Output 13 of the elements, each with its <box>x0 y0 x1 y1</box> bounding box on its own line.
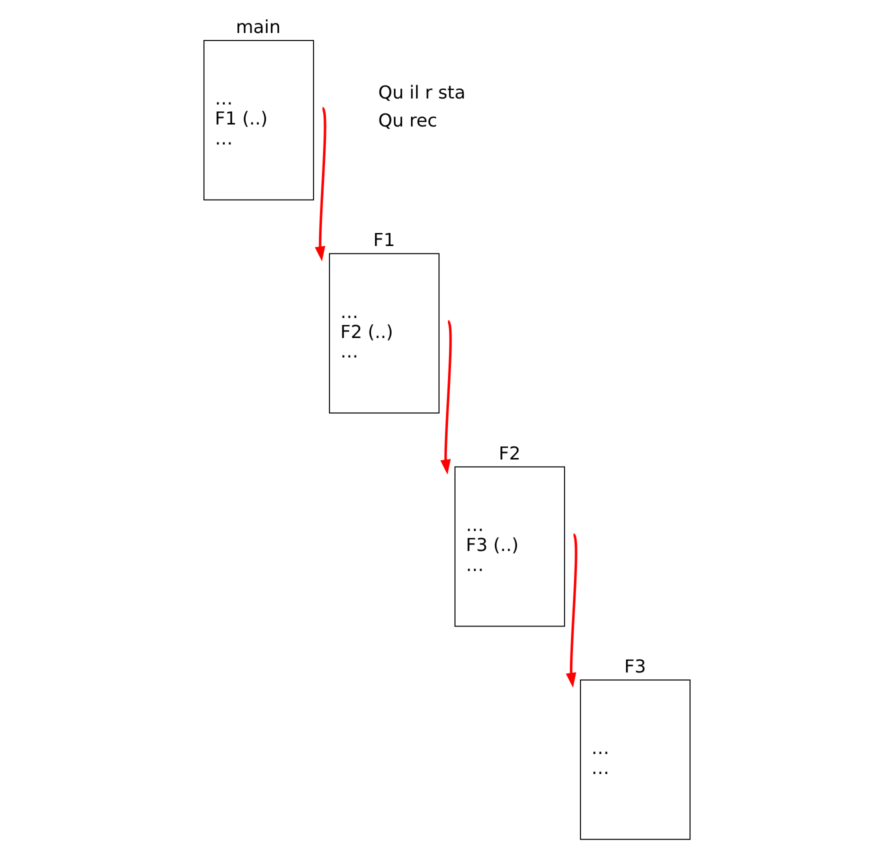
node-label: main <box>235 16 280 38</box>
arrow <box>440 320 452 475</box>
arrow <box>565 534 577 688</box>
label: Qu rec <box>378 110 437 132</box>
label: Qu il r sta <box>378 82 465 104</box>
node-label: F1 <box>372 230 394 252</box>
arrow <box>314 108 326 262</box>
node-box: … … <box>579 680 690 840</box>
node-box: … F1 (..) … <box>202 40 314 200</box>
node-label: F2 <box>498 443 520 464</box>
node-box: … F2 (..) … <box>328 253 440 414</box>
node-label: F3 <box>624 656 646 678</box>
node-box: … F3 (..) … <box>454 466 565 627</box>
